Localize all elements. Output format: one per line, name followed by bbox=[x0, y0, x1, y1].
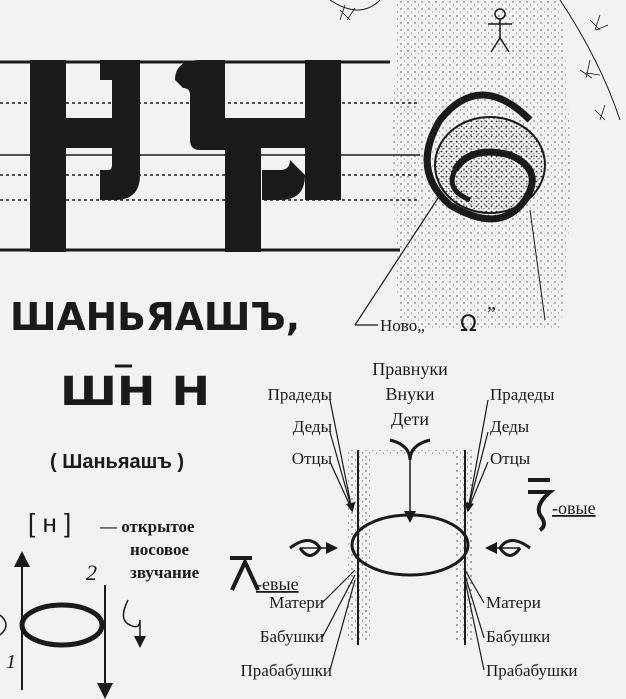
sound-desc-line1: — открытое bbox=[99, 517, 195, 536]
left-suffix-label: -евые bbox=[256, 574, 299, 594]
novo-close-quote: ” bbox=[487, 303, 496, 325]
sound-symbol: [ н ] bbox=[28, 508, 71, 538]
right-ancestor-great-grandfathers: Прадеды bbox=[490, 385, 555, 404]
letter-abbrev: ШН Н bbox=[60, 369, 210, 415]
novo-sign: Ω bbox=[460, 312, 477, 337]
stroke-order-sketch bbox=[0, 551, 146, 699]
letter-reading: ( Шаньяашъ ) bbox=[50, 451, 184, 473]
ornate-letter-icon bbox=[423, 91, 546, 223]
left-mother-mothers: Матери bbox=[269, 593, 324, 612]
center-label-grandchildren: Внуки bbox=[385, 384, 434, 404]
right-ancestor-fathers: Отцы bbox=[490, 449, 531, 468]
sound-desc-line3: звучание bbox=[130, 563, 200, 582]
right-ancestor-grandfathers: Деды bbox=[490, 417, 530, 436]
left-ancestor-great-grandfathers: Прадеды bbox=[268, 385, 333, 404]
novo-label: Ново„ bbox=[380, 316, 425, 335]
right-mother-grandmothers: Бабушки bbox=[486, 627, 550, 646]
left-ancestor-fathers: Отцы bbox=[292, 449, 333, 468]
sound-desc-line2: носовое bbox=[130, 540, 189, 559]
left-mother-grandmothers: Бабушки bbox=[260, 627, 324, 646]
left-suffix-glyph-icon bbox=[230, 556, 260, 591]
letter-name-title: ШАНЬЯАШЪ, bbox=[10, 295, 300, 339]
right-suffix-glyph-icon bbox=[528, 478, 556, 532]
big-letter-glyph bbox=[30, 60, 341, 252]
left-ancestor-grandfathers: Деды bbox=[293, 417, 333, 436]
genealogy-column bbox=[289, 399, 531, 671]
center-label-children: Дети bbox=[391, 409, 429, 429]
stroke-number-1: 1 bbox=[6, 651, 16, 673]
letter-name-glyphs: ШАНЬЯАШЪ, ШН Н bbox=[10, 295, 300, 415]
tree-illustration bbox=[329, 0, 621, 330]
right-mother-mothers: Матери bbox=[486, 593, 541, 612]
left-mother-great-grandmothers: Прабабушки bbox=[241, 661, 332, 680]
figure-icon bbox=[488, 8, 512, 53]
center-label-great-grandchildren: Правнуки bbox=[372, 359, 448, 379]
right-suffix-label: -овые bbox=[552, 498, 596, 518]
right-mother-great-grandmothers: Прабабушки bbox=[486, 661, 577, 680]
stroke-number-2: 2 bbox=[86, 560, 97, 585]
